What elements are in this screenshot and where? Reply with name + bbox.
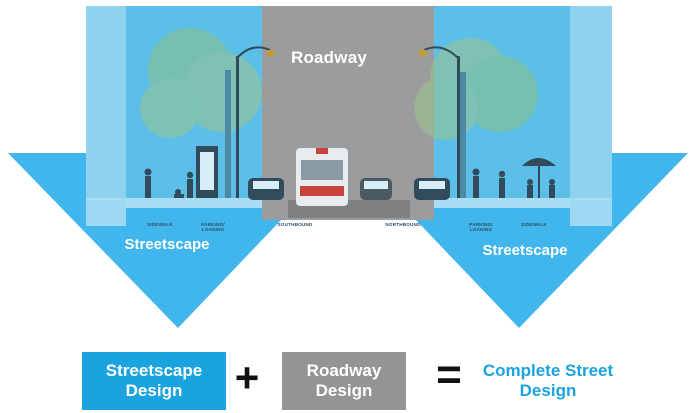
kiosk-icon xyxy=(196,146,218,198)
car-icon xyxy=(414,178,450,200)
zone-northbound: NORTHBOUND xyxy=(385,222,421,227)
zone-sidewalk-right: SIDEWALK xyxy=(521,222,547,227)
equals-sign: = xyxy=(436,350,462,399)
sidewalk-right-ground xyxy=(434,198,612,208)
complete-street-design-box: Complete Street Design xyxy=(476,352,620,410)
streetscape-right-label: Streetscape xyxy=(482,242,568,259)
pedestrian-icon xyxy=(144,168,194,198)
umbrella-icon xyxy=(522,158,556,198)
tree-icon xyxy=(414,38,538,198)
right-building-pillar xyxy=(570,6,612,206)
zone-sidewalk-left: SIDEWALK xyxy=(147,222,173,227)
plus-sign: + xyxy=(234,354,260,401)
streetscape-design-box: Streetscape Design xyxy=(82,352,226,410)
curb-right xyxy=(570,200,612,226)
car-icon xyxy=(360,178,392,200)
street-lamp-icon xyxy=(236,46,274,198)
zone-parking-left: PARKING/ LOADING xyxy=(201,222,225,232)
car-icon xyxy=(248,178,284,200)
zone-southbound: SOUTHBOUND xyxy=(277,222,313,227)
tree-icon xyxy=(140,28,262,198)
streetscape-design-text: Streetscape Design xyxy=(105,361,203,400)
roadway-design-text: Roadway Design xyxy=(306,361,382,400)
pedestrian-icon xyxy=(472,168,506,198)
bus-icon xyxy=(296,148,348,206)
roadway-design-box: Roadway Design xyxy=(282,352,406,410)
roadway-label: Roadway xyxy=(290,48,368,67)
sidewalk-left-ground xyxy=(86,198,262,208)
streetscape-left-label: Streetscape xyxy=(124,236,210,253)
curb-left xyxy=(86,200,126,226)
street-lamp-icon xyxy=(419,46,460,198)
zone-parking-right: PARKING/ LOADING xyxy=(469,222,493,232)
complete-street-design-text: Complete Street Design xyxy=(482,361,614,400)
left-building-pillar xyxy=(86,6,126,206)
